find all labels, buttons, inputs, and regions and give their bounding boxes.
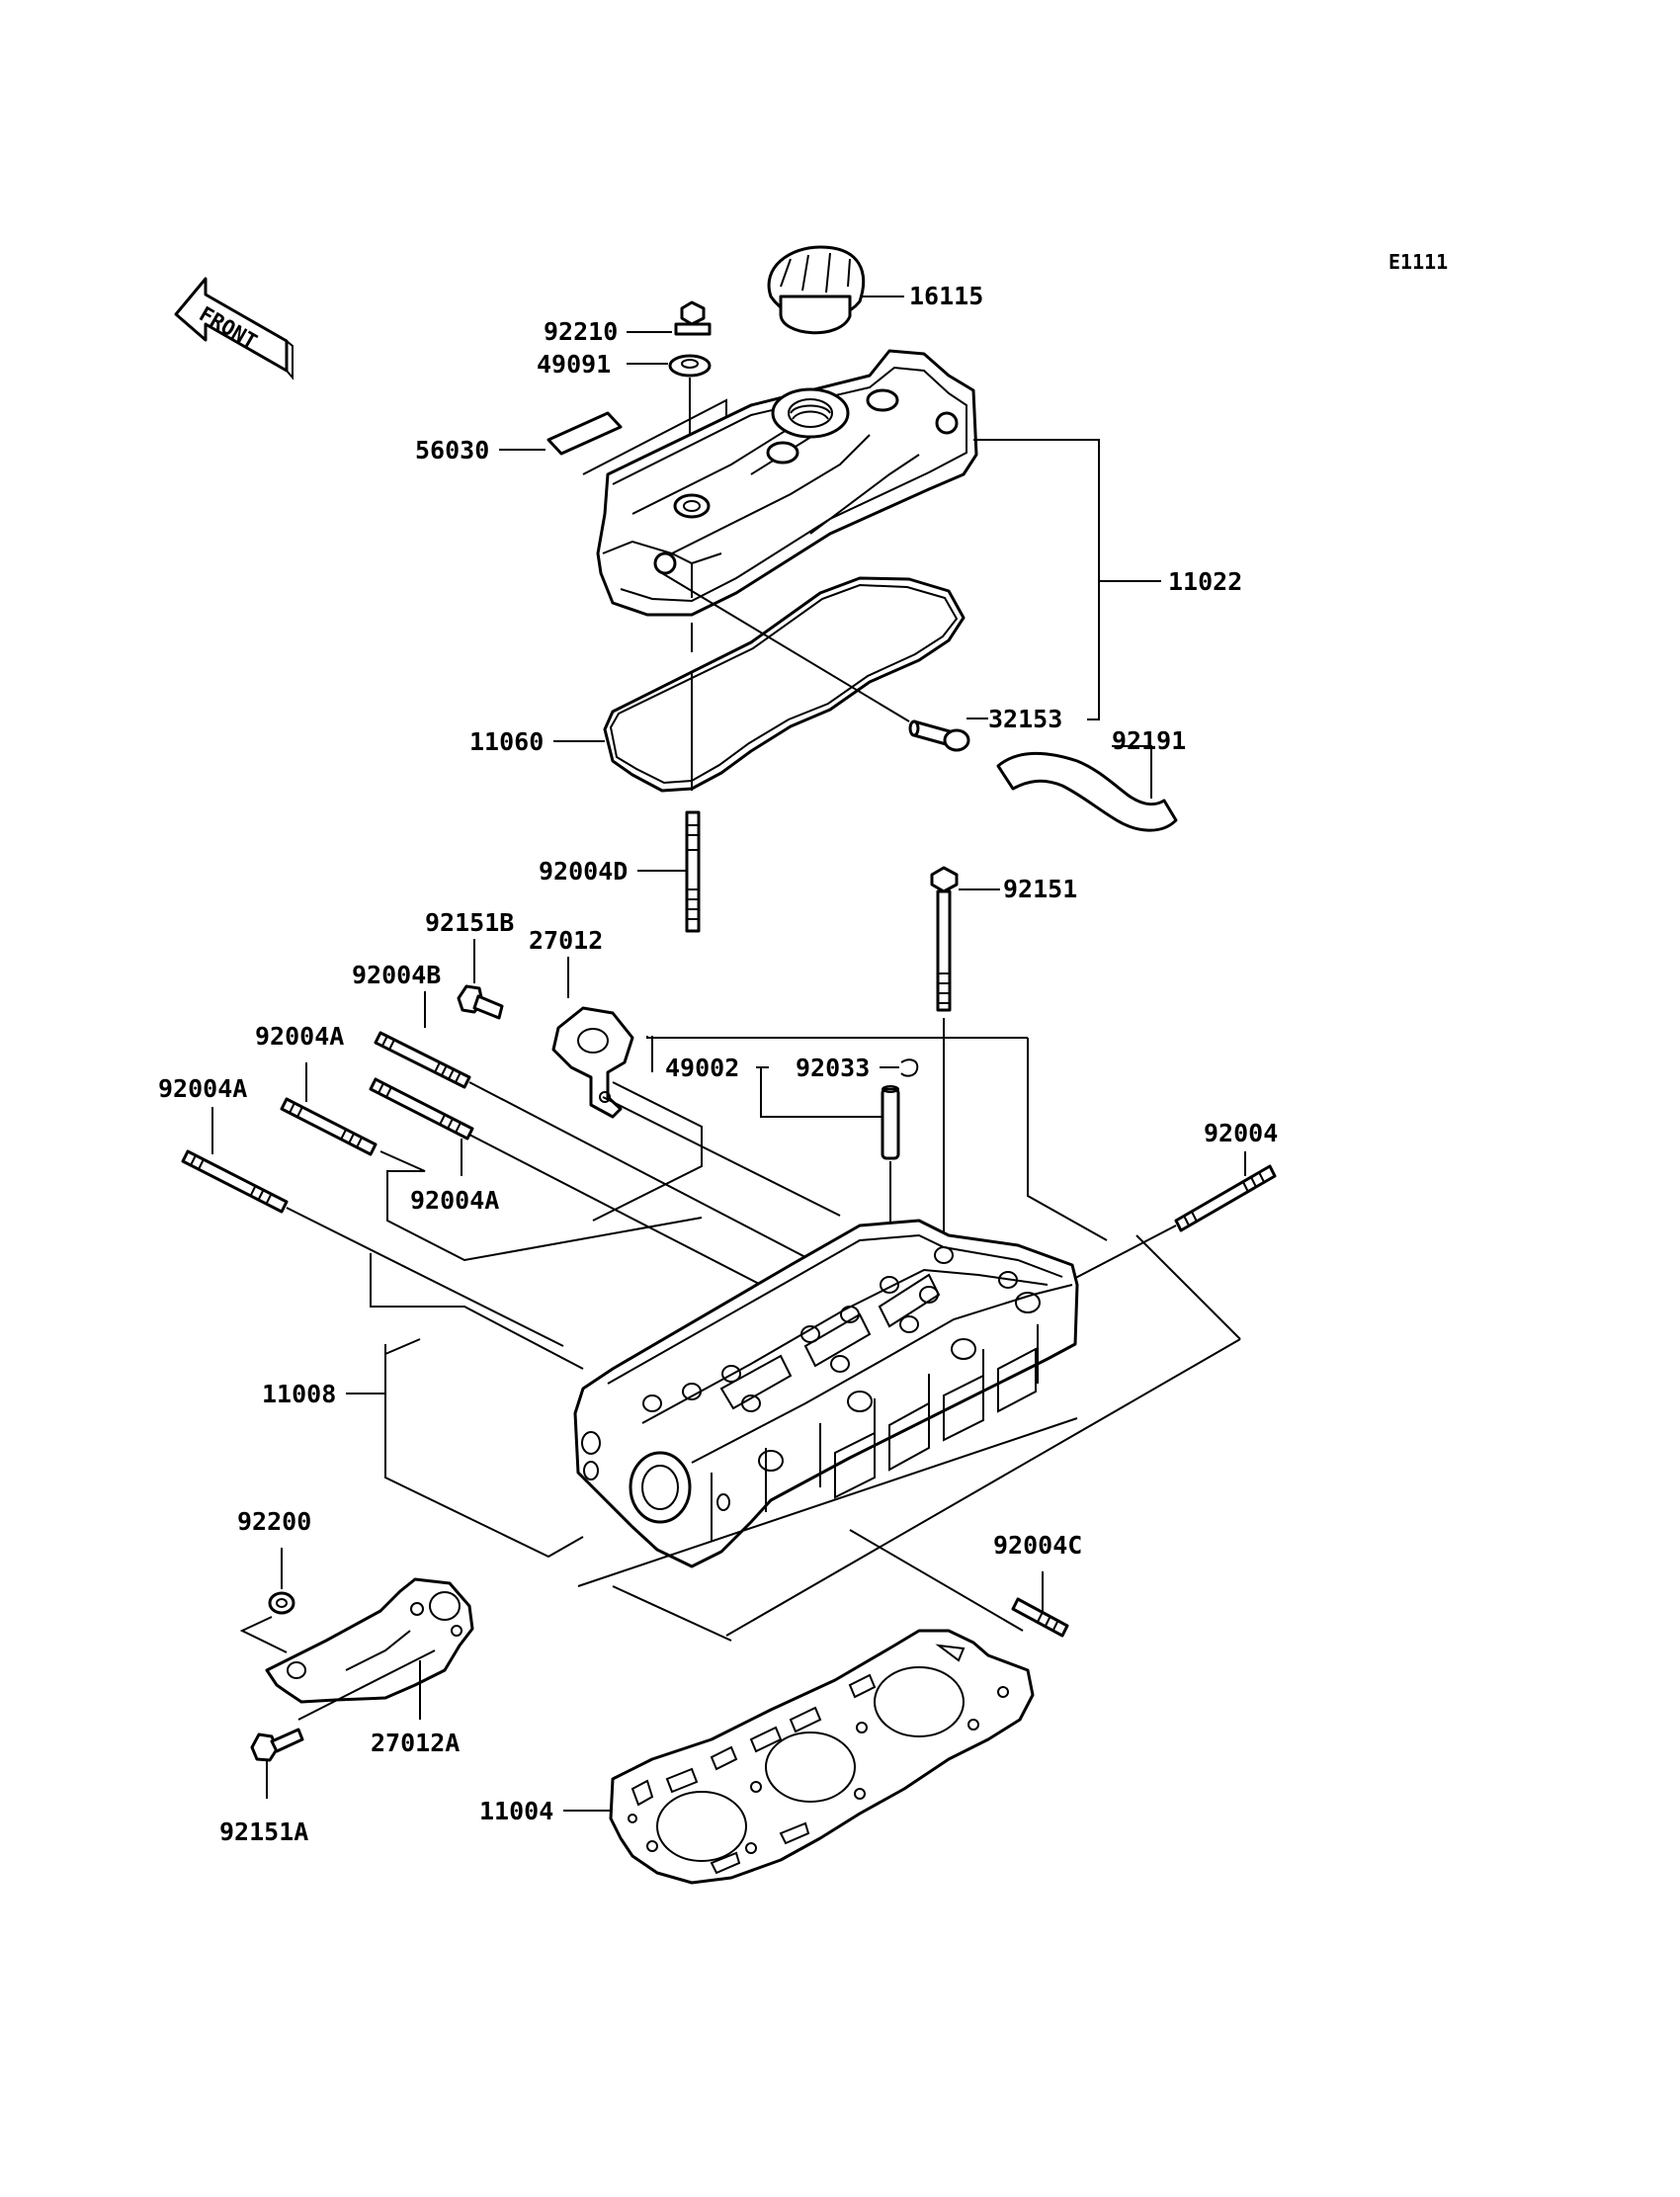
label-92210: 92210 [544, 317, 618, 346]
stud-92004D [685, 810, 701, 933]
label-92004D: 92004D [539, 857, 628, 886]
label-92191: 92191 [1112, 726, 1186, 755]
label-92151A: 92151A [219, 1817, 308, 1846]
stud-92004 [1174, 1164, 1277, 1232]
label-49002: 49002 [665, 1054, 739, 1082]
label-11008: 11008 [262, 1380, 336, 1408]
label-92033: 92033 [796, 1054, 870, 1082]
label-16115: 16115 [909, 282, 983, 310]
pin-49002 [881, 1085, 900, 1160]
clip-92033 [900, 1058, 919, 1077]
label-92151B: 92151B [425, 908, 514, 937]
stud-92004C [1011, 1597, 1069, 1638]
stud-92004A-mid [280, 1097, 378, 1156]
grommet-49091 [668, 354, 712, 378]
valve-cover [596, 349, 978, 617]
label-56030: 56030 [415, 436, 489, 465]
bolt-92151 [930, 866, 959, 1012]
label-11004: 11004 [479, 1797, 553, 1825]
stud-92004B [374, 1031, 471, 1089]
stud-92004A-left [181, 1149, 289, 1214]
label-92004B: 92004B [352, 961, 441, 989]
hose-92191 [996, 751, 1178, 832]
label-11022: 11022 [1168, 567, 1242, 596]
head-gasket [609, 1629, 1035, 1885]
valve-cover-gasket [603, 576, 966, 793]
stud-92004A-center [369, 1077, 474, 1141]
label-32153: 32153 [988, 705, 1062, 733]
sticker-56030 [546, 411, 623, 456]
label-92004: 92004 [1204, 1119, 1278, 1147]
bracket-27012 [551, 1006, 634, 1119]
label-27012A: 27012A [371, 1729, 460, 1757]
washer-92200 [268, 1591, 295, 1615]
label-92004A-left: 92004A [158, 1074, 247, 1103]
diagram-code: E1111 [1388, 250, 1448, 274]
label-92004C: 92004C [993, 1531, 1082, 1560]
bolt-92151B [457, 984, 504, 1020]
front-arrow-icon: FRONT [174, 277, 294, 380]
nut-92210 [674, 300, 712, 336]
label-27012: 27012 [529, 926, 603, 955]
label-92200: 92200 [237, 1507, 311, 1536]
cylinder-head [573, 1219, 1079, 1568]
label-92004A-mid: 92004A [255, 1022, 344, 1051]
bolt-92151A [250, 1728, 304, 1762]
label-92151: 92151 [1003, 875, 1077, 903]
bolt-32153 [908, 719, 970, 752]
label-49091: 49091 [537, 350, 611, 379]
label-11060: 11060 [469, 727, 544, 756]
oil-filler-cap [767, 245, 866, 335]
label-92004A-center: 92004A [410, 1186, 499, 1215]
